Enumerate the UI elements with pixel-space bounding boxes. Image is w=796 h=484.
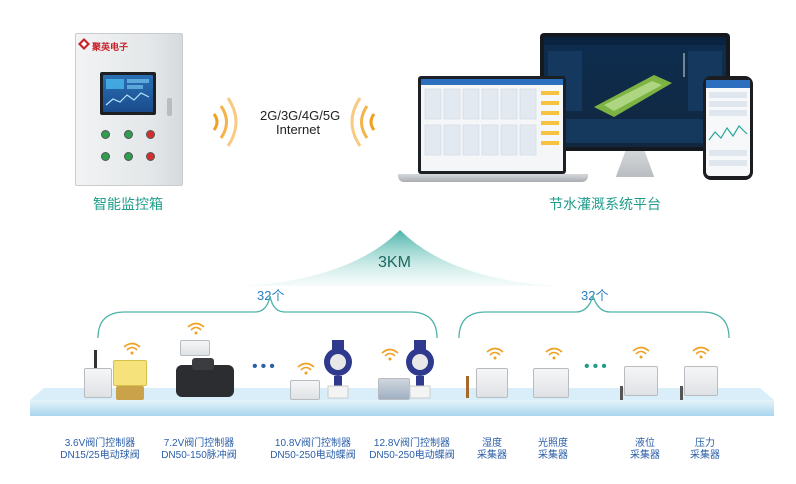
green-button-icon bbox=[101, 130, 110, 139]
valve-controller-10v8 bbox=[290, 380, 320, 400]
humidity-collector bbox=[476, 368, 508, 398]
level-collector bbox=[624, 366, 658, 396]
range-distance: 3KM bbox=[378, 254, 411, 271]
valve-controller-3v6 bbox=[84, 368, 112, 398]
cabinet-brand: 聚英电子 bbox=[92, 42, 129, 52]
network-type-label: 2G/3G/4G/5G bbox=[260, 108, 341, 123]
pressure-collector bbox=[684, 366, 718, 396]
probe bbox=[620, 386, 623, 400]
wireless-signal-icon bbox=[350, 97, 376, 147]
valve-body bbox=[116, 386, 144, 400]
green-button-icon bbox=[124, 152, 133, 161]
platform-caption: 节水灌溉系统平台 bbox=[549, 196, 661, 212]
cabinet-caption: 智能监控箱 bbox=[93, 196, 163, 212]
antenna bbox=[94, 350, 97, 368]
probe bbox=[680, 386, 683, 400]
wifi-icon bbox=[632, 346, 650, 359]
valve-controller-7v2 bbox=[180, 340, 210, 356]
right-bracket bbox=[458, 293, 730, 339]
wifi-icon bbox=[123, 342, 141, 355]
green-button-icon bbox=[101, 152, 110, 161]
device-label-8: 压力采集器 bbox=[690, 438, 720, 461]
probe bbox=[466, 376, 469, 398]
cabinet-touchscreen bbox=[100, 72, 156, 115]
internet-label: Internet bbox=[276, 122, 321, 137]
butterfly-valve bbox=[406, 340, 434, 399]
wifi-icon bbox=[297, 362, 315, 375]
wifi-icon bbox=[486, 347, 504, 360]
wifi-icon bbox=[187, 322, 205, 335]
light-collector bbox=[533, 368, 569, 398]
device-label-6: 光照度采集器 bbox=[538, 438, 568, 461]
device-label-7: 液位采集器 bbox=[630, 438, 660, 461]
smartphone bbox=[703, 76, 753, 180]
laptop bbox=[418, 76, 566, 174]
left-device-count: 32个 bbox=[257, 288, 285, 303]
desktop-monitor bbox=[540, 33, 730, 151]
monitor-stand bbox=[615, 151, 655, 177]
ellipsis-icon: ••• bbox=[584, 358, 610, 375]
coverage-peak bbox=[240, 230, 560, 286]
valve-head bbox=[192, 358, 214, 370]
red-button-icon bbox=[146, 130, 155, 139]
green-button-icon bbox=[124, 130, 133, 139]
left-bracket bbox=[97, 295, 438, 339]
electric-ball-valve bbox=[113, 360, 147, 386]
device-label-5: 湿度采集器 bbox=[477, 438, 507, 461]
wifi-icon bbox=[692, 346, 710, 359]
right-device-count: 32个 bbox=[581, 288, 609, 303]
wifi-icon bbox=[381, 348, 399, 361]
logo-icon bbox=[78, 38, 90, 50]
pulse-valve bbox=[176, 365, 234, 397]
wireless-signal-icon bbox=[212, 97, 238, 147]
wifi-icon bbox=[545, 347, 563, 360]
cabinet-handle bbox=[167, 98, 172, 116]
laptop-base bbox=[398, 174, 588, 182]
red-button-icon bbox=[146, 152, 155, 161]
ellipsis-icon: ••• bbox=[252, 358, 278, 375]
butterfly-valve bbox=[324, 340, 352, 399]
